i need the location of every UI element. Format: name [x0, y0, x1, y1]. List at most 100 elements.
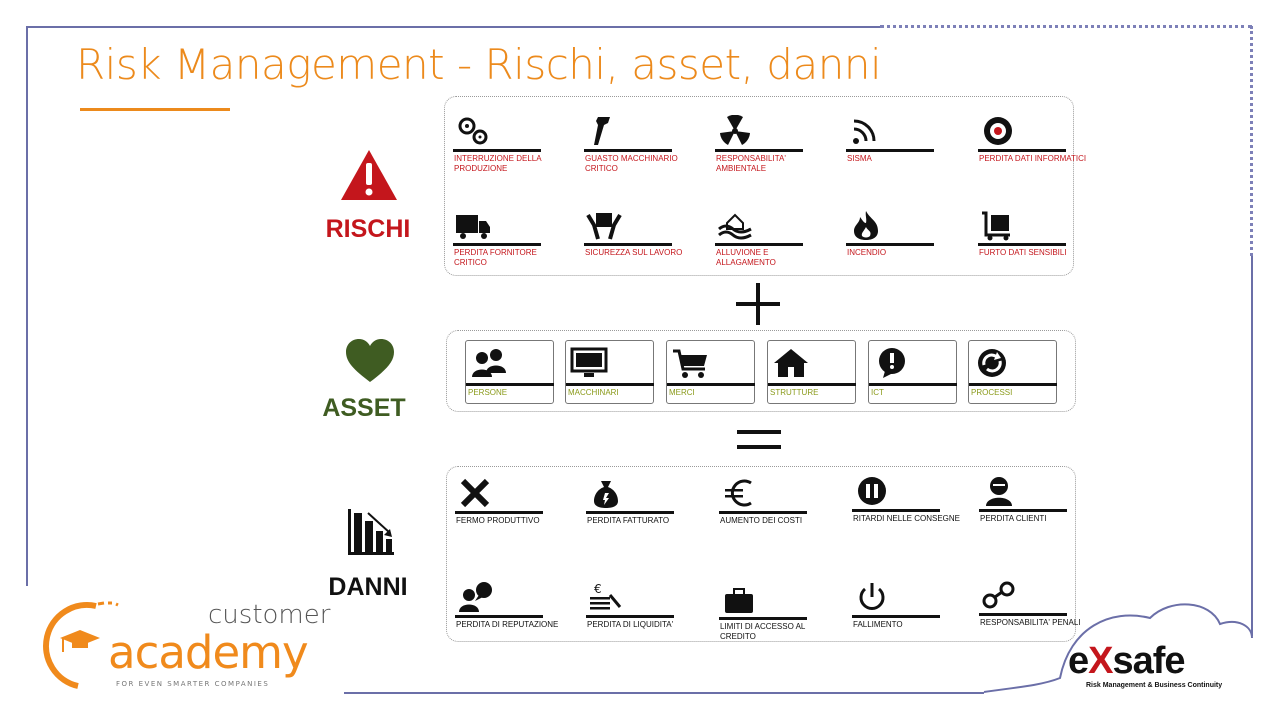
frame-top-line — [26, 26, 880, 28]
asset-item: PROCESSI — [968, 340, 1057, 404]
exsafe-logo: eXsafe Risk Management & Business Contin… — [1060, 640, 1230, 696]
asset-item: PERSONE — [465, 340, 554, 404]
damage-item: AUMENTO DEI COSTI — [711, 459, 836, 539]
radiation-icon — [720, 115, 750, 145]
damage-item: FERMO PRODUTTIVO — [447, 459, 572, 539]
damage-item: PERDITA FATTURATO — [578, 459, 703, 539]
rischi-label: RISCHI — [325, 215, 411, 243]
item-rule — [584, 149, 672, 152]
item-rule — [584, 243, 672, 246]
risk-item: ALLUVIONE E ALLAGAMENTO — [707, 191, 832, 271]
item-rule — [715, 149, 803, 152]
risk-label: GUASTO MACCHINARIO CRITICO — [585, 154, 678, 173]
risk-item: SISMA — [838, 97, 963, 177]
truck-icon — [456, 215, 490, 239]
damage-item: FALLIMENTO — [844, 563, 969, 643]
monitor-icon — [570, 347, 608, 377]
risk-label: SISMA — [847, 154, 872, 163]
shopping-cart-icon — [673, 349, 707, 378]
exsafe-letter-e: e — [1068, 640, 1089, 682]
item-rule — [978, 243, 1066, 246]
damage-label: PERDITA FATTURATO — [587, 516, 670, 525]
pause-icon — [858, 477, 886, 505]
damage-item: RESPONSABILITA' PENALI — [971, 561, 1096, 641]
asset-item: ICT — [868, 340, 957, 404]
cart-data-icon — [982, 211, 1010, 241]
risk-label: SICUREZZA SUL LAVORO — [585, 248, 683, 257]
fire-icon — [854, 211, 878, 240]
item-rule — [586, 615, 674, 618]
disc-icon — [984, 117, 1012, 145]
danni-panel: FERMO PRODUTTIVO PERDITA FATTURATO AUMEN… — [446, 466, 1081, 643]
academy-arc-graduation-cap-icon — [43, 601, 119, 689]
damage-label: PERDITA DI LIQUIDITA' — [587, 620, 674, 629]
item-rule — [566, 383, 654, 386]
cycle-arrows-icon — [978, 349, 1006, 377]
gears-icon — [458, 117, 488, 145]
item-rule — [979, 509, 1067, 512]
box-hands-icon — [586, 213, 622, 240]
asset-item-label: PERSONE — [468, 388, 508, 397]
flood-icon — [718, 213, 752, 240]
frame-bottom-line — [344, 692, 984, 694]
risk-label: RESPONSABILITA' AMBIENTALE — [716, 154, 786, 173]
exsafe-tagline: Risk Management & Business Continuity — [1086, 682, 1223, 689]
item-rule — [719, 617, 807, 620]
risk-item: GUASTO MACCHINARIO CRITICO — [576, 97, 701, 177]
frame-top-dotted-line — [880, 25, 1252, 28]
handcuffs-icon — [982, 581, 1015, 609]
item-rule — [455, 511, 543, 514]
item-rule — [978, 149, 1066, 152]
speech-person-icon — [459, 582, 492, 612]
seismic-waves-icon — [853, 119, 876, 144]
damage-label: PERDITA DI REPUTAZIONE — [456, 620, 559, 629]
asset-item-label: ICT — [871, 388, 884, 397]
item-rule — [586, 511, 674, 514]
item-rule — [719, 511, 807, 514]
euro-stack-icon: € — [590, 582, 622, 610]
plus-icon — [736, 283, 780, 325]
risk-label: INTERRUZIONE DELLA PRODUZIONE — [454, 154, 542, 173]
item-rule — [852, 615, 940, 618]
warning-triangle-icon — [341, 150, 397, 200]
rischi-panel: INTERRUZIONE DELLA PRODUZIONE GUASTO MAC… — [444, 96, 1086, 276]
academy-customer-text: customer — [208, 600, 331, 630]
damage-item: PERDITA DI REPUTAZIONE — [447, 563, 572, 643]
risk-item: PERDITA FORNITORE CRITICO — [445, 191, 570, 271]
exsafe-letter-x: X — [1088, 640, 1113, 682]
risk-item: INCENDIO — [838, 191, 963, 271]
x-mark-icon — [460, 478, 490, 508]
academy-wordmark: academy — [108, 626, 309, 679]
risk-item: RESPONSABILITA' AMBIENTALE — [707, 97, 832, 177]
item-rule — [969, 383, 1057, 386]
svg-text:€: € — [594, 582, 602, 596]
damage-item: RITARDI NELLE CONSEGNE — [844, 457, 969, 537]
exsafe-wordmark: eXsafe — [1068, 640, 1186, 683]
power-icon — [859, 583, 885, 610]
customer-academy-logo: customer academy FOR EVEN SMARTER COMPAN… — [38, 596, 330, 692]
asset-item-label: MACCHINARI — [568, 388, 619, 397]
risk-item: INTERRUZIONE DELLA PRODUZIONE — [445, 97, 570, 177]
damage-label: FALLIMENTO — [853, 620, 903, 629]
user-icon — [986, 477, 1012, 506]
asset-item-label: STRUTTURE — [770, 388, 819, 397]
risk-item: FURTO DATI SENSIBILI — [970, 191, 1095, 271]
title-underline — [80, 108, 230, 111]
damage-label: LIMITI DI ACCESSO AL CREDITO — [720, 622, 806, 641]
item-rule — [846, 243, 934, 246]
risk-label: ALLUVIONE E ALLAGAMENTO — [716, 248, 776, 267]
damage-label: RITARDI NELLE CONSEGNE — [853, 514, 960, 523]
risk-label: INCENDIO — [847, 248, 887, 257]
exsafe-letters-safe: safe — [1112, 640, 1186, 682]
damage-label: PERDITA CLIENTI — [980, 514, 1047, 523]
item-rule — [869, 383, 957, 386]
frame-left-line — [26, 26, 28, 586]
academy-tagline: FOR EVEN SMARTER COMPANIES — [116, 680, 270, 688]
asset-panel: PERSONE MACCHINARI MERCI STRUTTURE — [446, 330, 1076, 412]
item-rule — [667, 383, 755, 386]
item-rule — [715, 243, 803, 246]
asset-item: MACCHINARI — [565, 340, 654, 404]
asset-item: MERCI — [666, 340, 755, 404]
danni-label: DANNI — [328, 573, 408, 601]
cloud-outline-icon — [983, 603, 1253, 693]
